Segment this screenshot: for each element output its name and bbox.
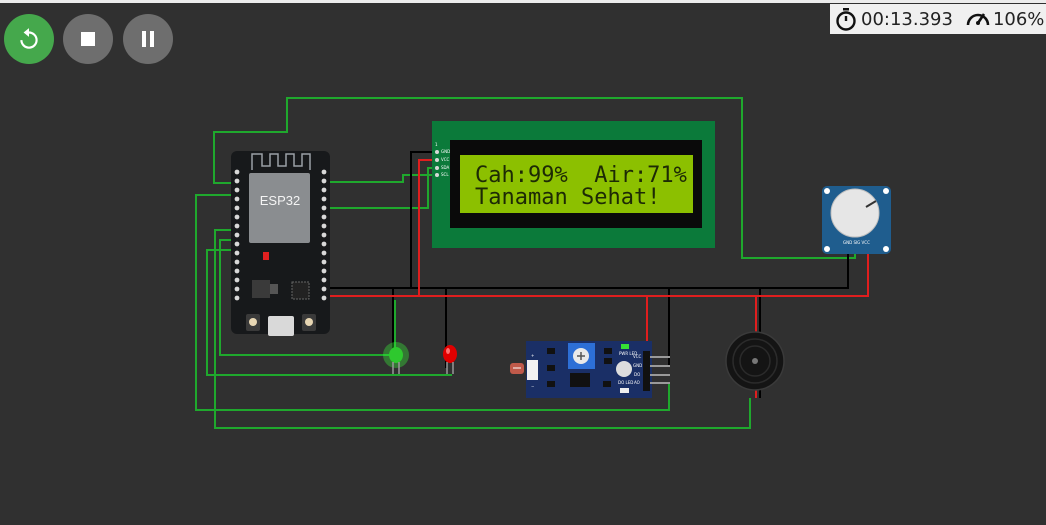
lcd-line-2: Tanaman Sehat! [475,185,660,210]
top-border [0,0,1046,3]
buzzer[interactable] [725,331,785,391]
wire-led-green [219,239,395,356]
svg-text:GND: GND [441,149,450,154]
antenna-trace [251,153,311,170]
esp32-regulator [252,280,270,298]
wire-led-red [206,249,452,376]
stop-icon [81,32,95,46]
wire-vcc-bus [327,250,869,297]
svg-text:DO: DO [634,372,640,377]
restart-icon [20,28,38,49]
svg-text:1: 1 [435,142,438,147]
ldr-sensor-module[interactable]: + − PWR LED DO LED VCC GND DO AO [510,341,670,398]
timer-group: 00:13.393 [830,7,953,31]
esp32-board[interactable]: ESP32 [231,151,330,336]
svg-text:DO LED: DO LED [618,380,633,385]
potentiometer-knob [830,188,880,238]
svg-text:GND: GND [633,363,642,368]
wire-buzzer [214,229,751,429]
svg-text:+: + [531,353,534,358]
svg-text:VCC: VCC [633,354,642,359]
svg-text:PWR LED: PWR LED [619,351,637,356]
svg-text:VCC: VCC [441,157,450,162]
wire-lcd-gnd [327,151,437,289]
led-red[interactable] [443,345,457,374]
comparator-chip [570,373,590,387]
svg-text:SCL: SCL [441,172,449,177]
speed-group: 106% [965,7,1044,31]
esp32-led [263,252,269,260]
pwr-led [621,344,629,349]
esp32-pins-right [321,169,327,301]
wire-lcd-sda [327,174,437,183]
wire-gnd-bus [327,250,849,289]
speedometer-icon [966,13,990,26]
wire-lcd-vcc [327,159,437,297]
lcd-line-1: Cah:99% Air:71% [475,163,687,188]
do-led [616,361,632,377]
wire-ldr-ao [195,194,670,411]
svg-text:SDA: SDA [441,165,450,170]
simulation-timer: 00:13.393 [861,8,953,30]
esp32-label: ESP32 [260,193,300,208]
led-green[interactable] [383,342,409,374]
potentiometer-pin-labels: GND SIG VCC [843,240,870,245]
stop-button[interactable] [63,14,113,64]
simulation-speed: 106% [992,8,1045,30]
pause-button[interactable] [123,14,173,64]
simulation-status: 00:13.393 106% [830,4,1046,34]
lcd-display[interactable]: Cah:99% Air:71% Tanaman Sehat! 1 GND VCC… [432,121,715,248]
stopwatch-icon [836,8,856,31]
esp32-pins-left [234,169,240,301]
wire-pot-sig [213,97,856,259]
lcd-screen [460,155,693,213]
lcd-pins: 1 GND VCC SDA SCL [435,142,450,177]
esp32-usb-chip [291,281,310,300]
esp32-usb-port [268,316,294,336]
restart-button[interactable] [4,14,54,64]
esp32-module [249,173,310,243]
svg-text:AO: AO [634,380,640,385]
pause-icon [142,31,154,47]
potentiometer[interactable]: GND SIG VCC [822,186,891,254]
svg-text:−: − [531,384,534,389]
